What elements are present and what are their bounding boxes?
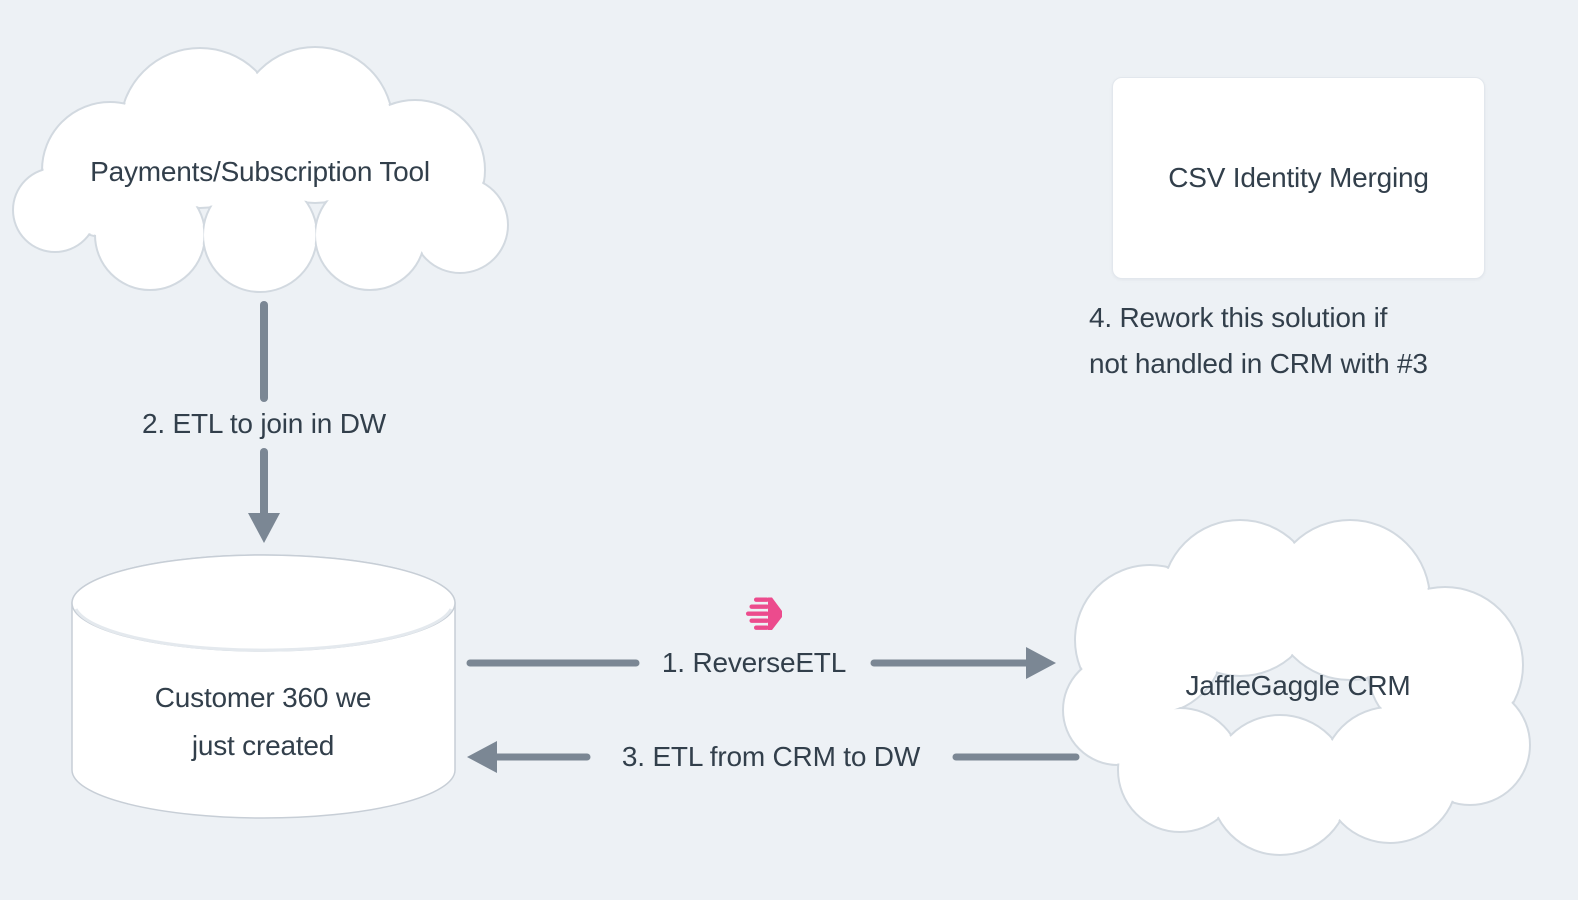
csv-merge-label: CSV Identity Merging xyxy=(1168,162,1429,193)
payments-cloud-label: Payments/Subscription Tool xyxy=(90,156,430,187)
etl-from-crm-arrowhead xyxy=(467,741,497,773)
rework-note: 4. Rework this solution if not handled i… xyxy=(1089,295,1428,387)
customer360-label-line-2: just created xyxy=(191,730,335,761)
reverse-etl-label: 1. ReverseETL xyxy=(661,647,847,678)
crm-cloud-label: JaffleGaggle CRM xyxy=(1185,670,1411,701)
hightouch-logo-icon xyxy=(746,597,782,630)
customer360-label-line-1: Customer 360 we xyxy=(154,682,372,713)
etl-join-arrowhead xyxy=(248,513,280,543)
etl-join-label: 2. ETL to join in DW xyxy=(142,408,386,439)
rework-note-line-2: not handled in CRM with #3 xyxy=(1089,348,1428,379)
csv-merge-card: CSV Identity Merging xyxy=(1112,77,1485,279)
customer360-label: Customer 360 we just created xyxy=(154,674,372,770)
reverse-etl-arrowhead xyxy=(1026,647,1056,679)
etl-from-crm-label: 3. ETL from CRM to DW xyxy=(621,741,921,772)
rework-note-line-1: 4. Rework this solution if xyxy=(1089,302,1388,333)
